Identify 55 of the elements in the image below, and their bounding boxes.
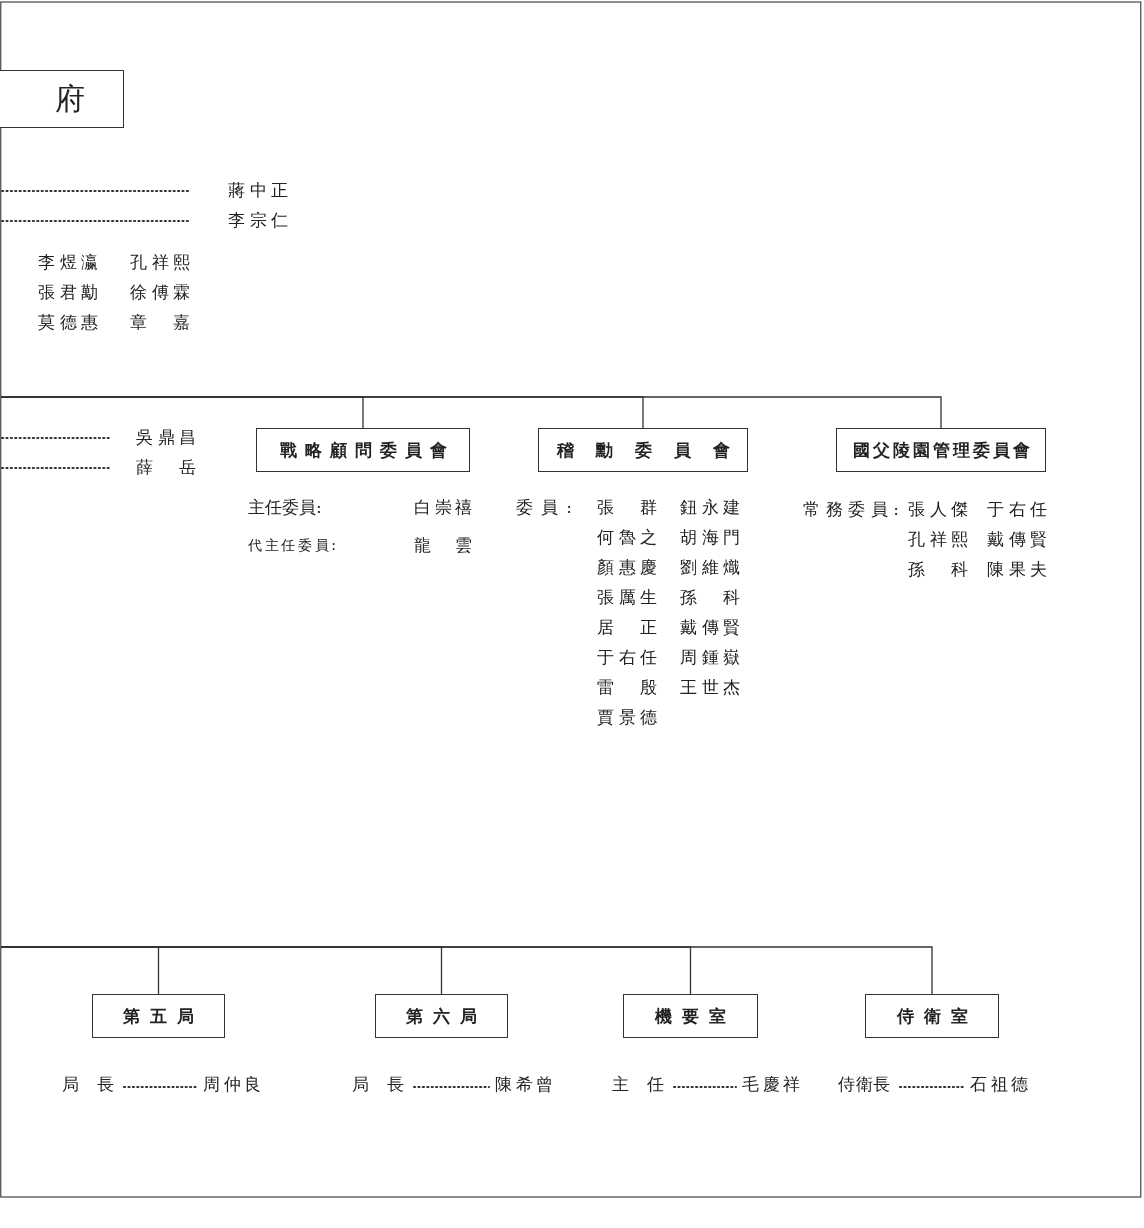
person-name: 李煜瀛 <box>38 252 98 272</box>
connector-line <box>0 396 942 429</box>
role-label: 常務委員: <box>803 499 899 519</box>
person-name: 于右任 <box>987 499 1047 519</box>
person-name: 孫科 <box>908 559 968 579</box>
role-label: 主任 <box>612 1074 664 1094</box>
person-name: 李宗仁 <box>228 210 288 230</box>
connector-line <box>0 946 933 995</box>
person-name: 胡海門 <box>680 527 740 547</box>
person-name: 白崇禧 <box>414 497 472 517</box>
person-name: 劉維熾 <box>680 557 740 577</box>
person-name: 張君勱 <box>38 282 98 302</box>
person-name: 戴傳賢 <box>680 617 740 637</box>
person-name: 張群 <box>597 497 657 517</box>
person-name: 張人傑 <box>908 499 968 519</box>
office-box: 機要室 <box>623 994 758 1038</box>
person-name: 顏惠慶 <box>597 557 657 577</box>
person-name: 孫科 <box>680 587 740 607</box>
person-name: 毛慶祥 <box>742 1074 800 1094</box>
person-name: 雷殷 <box>597 677 657 697</box>
role-label: 代主任委員: <box>248 536 336 555</box>
office-box: 第五局 <box>92 994 225 1038</box>
role-label: 局長 <box>352 1074 404 1094</box>
person-name: 何魯之 <box>597 527 657 547</box>
person-name: 賈景德 <box>597 707 657 727</box>
role-label: 委員: <box>516 497 572 517</box>
office-box: 府 <box>0 70 124 128</box>
person-name: 陳希曾 <box>495 1074 553 1094</box>
office-box: 第六局 <box>375 994 508 1038</box>
person-name: 龍雲 <box>414 535 472 555</box>
person-name: 蔣中正 <box>228 180 288 200</box>
person-name: 陳果夫 <box>987 559 1047 579</box>
person-name: 于右任 <box>597 647 657 667</box>
person-name: 周鍾嶽 <box>680 647 740 667</box>
office-box: 國父陵園管理委員會 <box>836 428 1046 472</box>
person-name: 戴傳賢 <box>987 529 1047 549</box>
person-name: 鈕永建 <box>680 497 740 517</box>
person-name: 孔祥熙 <box>908 529 968 549</box>
person-name: 薛岳 <box>136 457 196 477</box>
office-box: 稽勳委員會 <box>538 428 748 472</box>
office-box: 侍衛室 <box>865 994 999 1038</box>
person-name: 吳鼎昌 <box>136 427 196 447</box>
person-name: 居正 <box>597 617 657 637</box>
person-name: 孔祥熙 <box>130 252 190 272</box>
person-name: 章嘉 <box>130 312 190 332</box>
person-name: 張厲生 <box>597 587 657 607</box>
role-label: 侍衛長 <box>838 1074 890 1094</box>
role-label: 局長 <box>62 1074 114 1094</box>
person-name: 石祖德 <box>970 1074 1028 1094</box>
office-box: 戰略顧問委員會 <box>256 428 470 472</box>
person-name: 周仲良 <box>203 1074 261 1094</box>
person-name: 莫德惠 <box>38 312 98 332</box>
person-name: 王世杰 <box>680 677 740 697</box>
role-label: 主任委員: <box>248 497 318 517</box>
person-name: 徐傅霖 <box>130 282 190 302</box>
